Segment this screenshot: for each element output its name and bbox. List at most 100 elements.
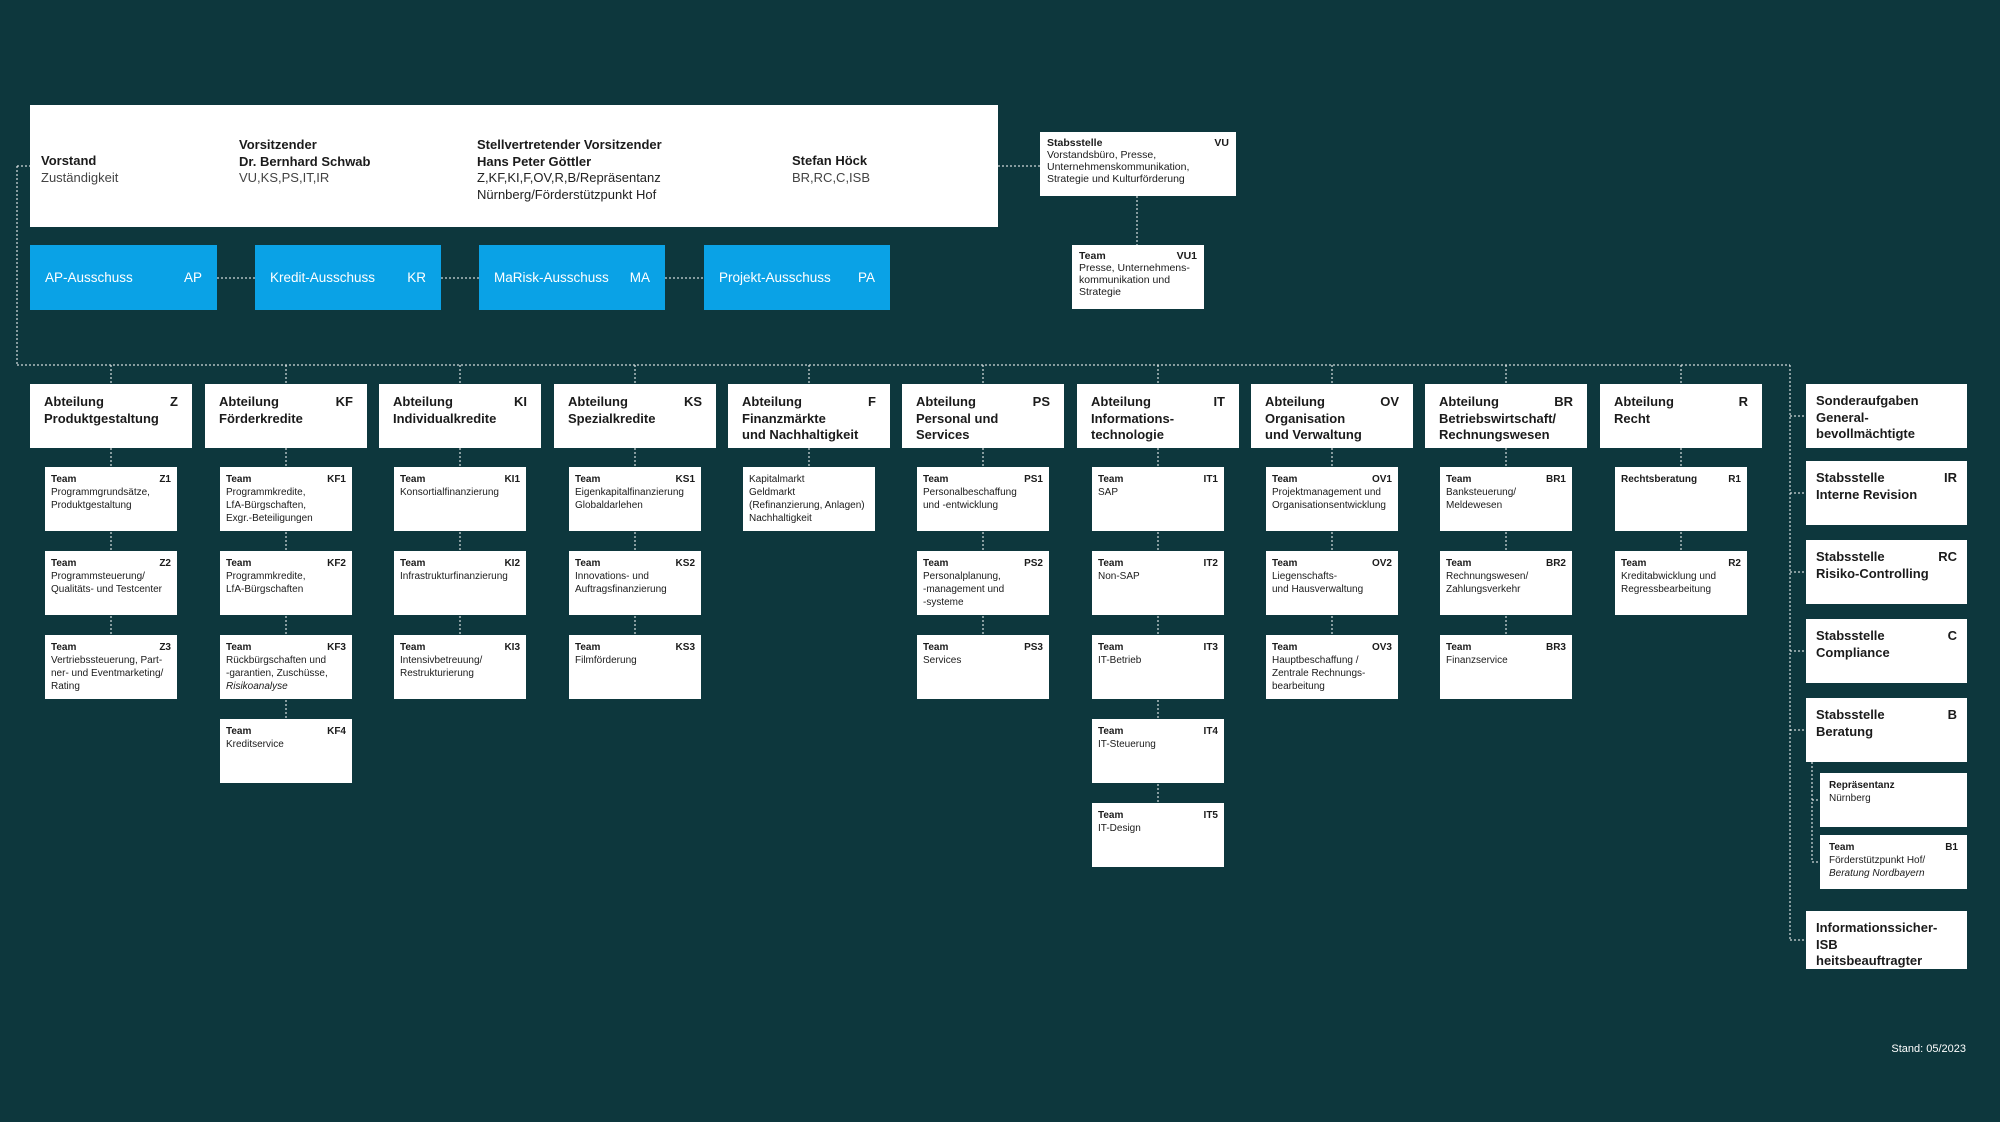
team-header: Team BR2 [1446,557,1566,570]
committee-name: Kredit-Ausschuss [270,270,376,285]
right-unit-code: IR [1944,470,1957,485]
team-code: PS2 [1024,558,1043,569]
team-code: KS2 [675,558,695,569]
team-desc: Banksteuerung/ [1446,487,1517,498]
department-name: Betriebswirtschaft/ [1439,410,1557,426]
committee-code: KR [407,270,426,285]
team-label: Team [923,642,949,653]
right-unit-name: Compliance [1816,644,1890,660]
vice-chairman-responsibility-2: Nürnberg/Förderstützpunkt Hof [477,186,657,202]
team-label: Team [923,558,949,569]
team-desc: Nachhaltigkeit [749,513,812,524]
team-label: Team [575,474,601,485]
team-code: KI2 [504,558,520,569]
team-desc: Globaldarlehen [575,500,643,511]
team-code: Z2 [159,558,171,569]
department-label: Abteilung [219,394,279,409]
committee-name: AP-Ausschuss [45,270,133,285]
department-code: BR [1554,394,1573,409]
department-name: und Nachhaltigkeit [742,427,859,442]
right-unit-header: Stabsstelle IR [1816,470,1957,487]
department-name: Spezialkredite [568,410,656,426]
team-desc: -garantien, Zuschüsse, [226,668,328,679]
staff-unit-desc: Vorstandsbüro, Presse, [1047,149,1157,161]
team-desc: bearbeitung [1272,681,1325,692]
team-code: IT5 [1203,810,1218,821]
team-label: Team [51,642,77,653]
team-desc: Eigenkapitalfinanzierung [575,487,684,498]
team-desc: IT-Betrieb [1098,655,1142,666]
team-label: Team [1098,810,1124,821]
department-name: Förderkredite [219,410,303,426]
team-desc: Intensivbetreuung/ [400,655,483,666]
right-unit-label: Stabsstelle [1816,470,1885,485]
team-desc: Programmsteuerung/ [51,571,145,582]
team-label: Team [575,558,601,569]
department-code: OV [1380,394,1399,409]
team-code: BR1 [1545,474,1566,485]
department-label: Abteilung [393,394,453,409]
right-unit-label: Sonderaufgaben [1816,393,1919,408]
team-label: Team [1446,642,1472,653]
department-name: Personal und [916,410,999,426]
team-desc: Programmkredite, [226,487,306,498]
board-subtitle: Zuständigkeit [41,169,119,185]
team-label: Team [1272,474,1298,485]
team-code: KI3 [504,642,520,653]
team-desc: Personalplanung, [923,571,1001,582]
team-code: KF2 [327,558,346,569]
team-code: KF3 [327,642,346,653]
team-desc: Konsortialfinanzierung [400,487,499,498]
sub-unit-name: Förderstützpunkt Hof/ [1829,855,1926,866]
right-unit-name: Beratung [1816,723,1874,739]
team-desc: ner- und Eventmarketing/ [51,668,164,679]
team-desc: Kapitalmarkt [749,474,805,485]
team-code: OV3 [1371,642,1392,653]
team-desc: Restrukturierung [400,668,474,679]
team-header: Team IT5 [1098,809,1218,822]
team-desc: Exgr.-Beteiligungen [226,513,313,524]
team-desc: und -entwicklung [923,500,999,511]
team-label: Team [1272,558,1298,569]
team-desc: Non-SAP [1098,571,1140,582]
department-code: IT [1213,394,1225,409]
vice-chairman-responsibility-1: Z,KF,KI,F,OV,R,B/Repräsentanz [477,170,661,185]
right-unit-label: Stabsstelle [1816,628,1885,643]
team-label: Team [226,726,252,737]
team-code: R2 [1728,558,1741,569]
team-desc: Presse, Unternehmens- [1079,262,1190,274]
department-name: Finanzmärkte [742,410,826,426]
team-code: BR2 [1545,558,1566,569]
staff-unit-label: Stabsstelle [1047,137,1103,149]
team-code: BR3 [1545,642,1566,653]
board-title: Vorstand [41,153,97,168]
right-unit-header: Informationssicher-ISB [1816,920,1957,953]
team-desc: Kreditservice [226,739,284,750]
department-label: Abteilung [1265,394,1325,409]
team-code: VU1 [1176,250,1197,262]
committee-code: MA [629,270,650,285]
team-desc: IT-Steuerung [1098,739,1156,750]
right-unit-label: Stabsstelle [1816,549,1885,564]
team-label: Team [1446,558,1472,569]
